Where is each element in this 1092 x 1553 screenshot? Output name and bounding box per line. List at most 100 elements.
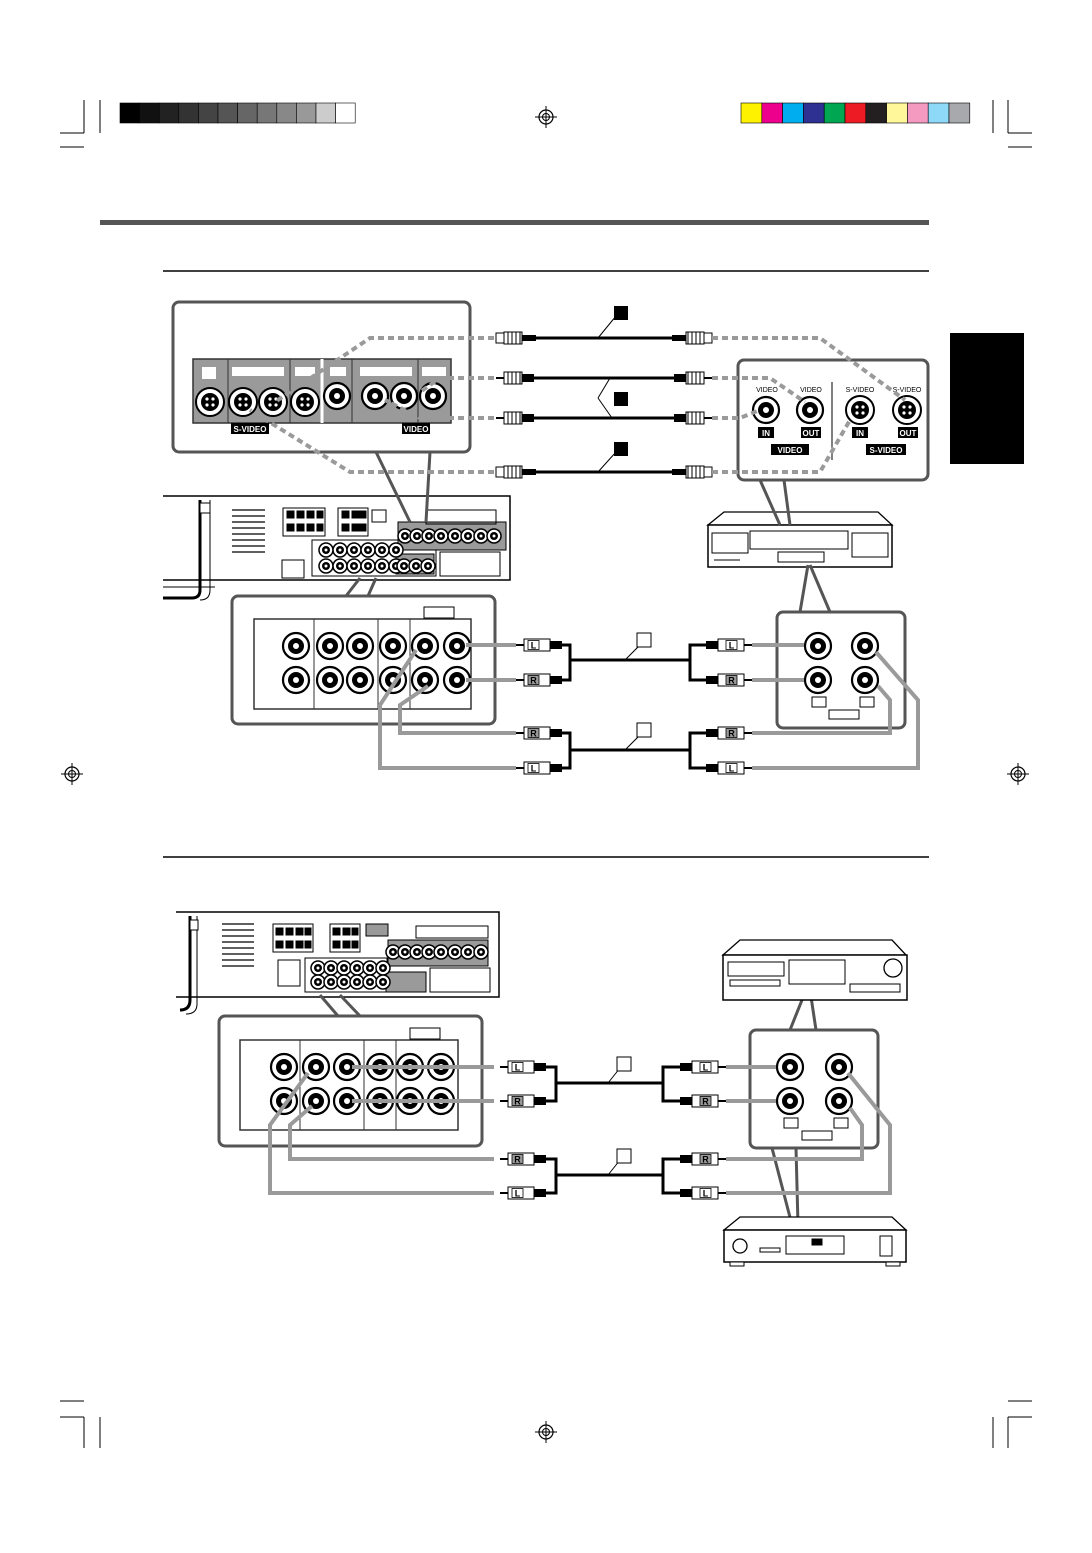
color-swatch — [740, 102, 763, 124]
plug-channel-label: L — [703, 1063, 709, 1073]
vcr-video-group-label: VIDEO — [778, 446, 803, 455]
rca-plug-icon: L — [680, 1186, 726, 1200]
vcr-unit — [706, 511, 894, 568]
rca-jack-icon — [336, 974, 352, 990]
grayscale-swatch — [276, 102, 297, 124]
registration-mark-icon — [60, 762, 84, 786]
rca-jack-icon — [362, 974, 378, 990]
plug-channel-label: R — [702, 1155, 709, 1165]
rca-jack-icon — [332, 558, 348, 574]
zoom-connector — [758, 479, 832, 613]
rca-jack-icon — [336, 960, 352, 976]
plug-channel-label: R — [530, 729, 537, 739]
vcr-svideo-out-caption: S-VIDEO — [893, 387, 922, 394]
rca-jack-icon — [374, 542, 390, 558]
rca-plug-icon: L — [500, 1186, 546, 1200]
rca-jack-icon — [850, 631, 880, 661]
plug-channel-label: R — [702, 1097, 709, 1107]
svideo-jack-icon — [258, 387, 288, 417]
rca-jack-icon — [433, 528, 449, 544]
rca-jack-icon — [281, 631, 311, 661]
plug-channel-label: L — [729, 641, 735, 651]
vcr-video-in-caption: VIDEO — [756, 387, 778, 394]
rca-plug-icon — [496, 411, 534, 425]
vcr-svideo-in-caption: S-VIDEO — [846, 387, 875, 394]
rca-jack-icon — [775, 1086, 805, 1116]
rca-jack-icon — [332, 542, 348, 558]
color-swatch — [886, 102, 908, 124]
vcr-svideo-out-label: OUT — [900, 429, 917, 438]
plug-channel-label: L — [703, 1189, 709, 1199]
receiver-audio-panel-zoom-bottom — [217, 1014, 484, 1148]
rca-jack-icon — [349, 960, 365, 976]
rca-jack-icon — [318, 542, 334, 558]
rca-plug-icon: L — [516, 761, 562, 775]
rca-plug-icon: R — [706, 726, 752, 740]
grayscale-swatch — [256, 102, 278, 124]
cassette-deck-unit — [721, 939, 908, 1001]
rca-jack-icon — [360, 542, 376, 558]
cable-plugs — [495, 331, 713, 479]
receiver-rear-panel-bottom — [176, 911, 500, 1015]
audio-cables-bottom — [540, 1056, 680, 1195]
plug-channel-label: L — [531, 764, 537, 774]
grayscale-swatch — [296, 102, 317, 124]
rca-jack-icon — [447, 528, 463, 544]
rca-jack-icon — [315, 631, 345, 661]
rca-jack-icon — [420, 558, 436, 574]
plug-channel-label: R — [514, 1097, 521, 1107]
rca-jack-icon — [410, 631, 440, 661]
rca-plug-icon: L — [516, 638, 562, 652]
rca-jack-icon — [460, 528, 476, 544]
rca-jack-icon — [310, 960, 326, 976]
rca-jack-icon — [360, 558, 376, 574]
audio-cables-top — [550, 632, 710, 770]
rca-jack-icon — [473, 944, 489, 960]
svideo-jack-icon — [845, 395, 875, 425]
color-swatch — [927, 102, 950, 124]
rca-jack-icon — [803, 665, 833, 695]
color-swatch — [907, 102, 929, 124]
side-tab — [950, 333, 1024, 464]
rca-jack-icon — [388, 542, 404, 558]
rca-jack-icon — [360, 381, 390, 411]
crop-marks — [60, 100, 1032, 1448]
rca-jack-icon — [433, 944, 449, 960]
rca-plug-icon — [674, 411, 712, 425]
rca-jack-icon — [447, 944, 463, 960]
deck-audio-panel-zoom — [748, 1028, 880, 1150]
rca-jack-icon — [310, 974, 326, 990]
svideo-jack-icon — [195, 387, 225, 417]
rca-jack-icon — [322, 381, 352, 411]
grayscale-swatch — [217, 102, 238, 124]
grayscale-bar — [119, 102, 356, 124]
vcr-audio-panel-zoom — [775, 610, 907, 730]
color-swatch — [803, 102, 825, 124]
rca-jack-icon — [375, 974, 391, 990]
rca-jack-icon — [850, 665, 880, 695]
receiver-audio-panel-zoom — [230, 594, 497, 726]
rca-jack-icon — [346, 558, 362, 574]
grayscale-swatch — [158, 102, 180, 124]
registration-mark-icon — [534, 105, 558, 129]
registration-mark-icon — [1006, 762, 1030, 786]
video-cables — [534, 306, 676, 474]
color-swatch — [844, 102, 867, 124]
receiver-video-panel-zoom: S-VIDEO VIDEO — [171, 300, 472, 454]
vcr-video-in-label: IN — [762, 429, 770, 438]
rca-jack-icon — [315, 665, 345, 695]
rca-plug-icon: R — [516, 726, 562, 740]
svideo-plug-icon — [495, 331, 536, 345]
rca-plug-icon — [496, 371, 534, 385]
color-swatch — [948, 102, 971, 124]
rca-jack-icon — [824, 1086, 854, 1116]
rca-jack-icon — [323, 974, 339, 990]
dashed-cable-routes — [248, 336, 907, 474]
plug-channel-label: R — [728, 729, 735, 739]
svideo-plug-icon — [672, 331, 713, 345]
plug-channel-label: R — [530, 676, 537, 686]
color-swatch — [865, 102, 887, 124]
